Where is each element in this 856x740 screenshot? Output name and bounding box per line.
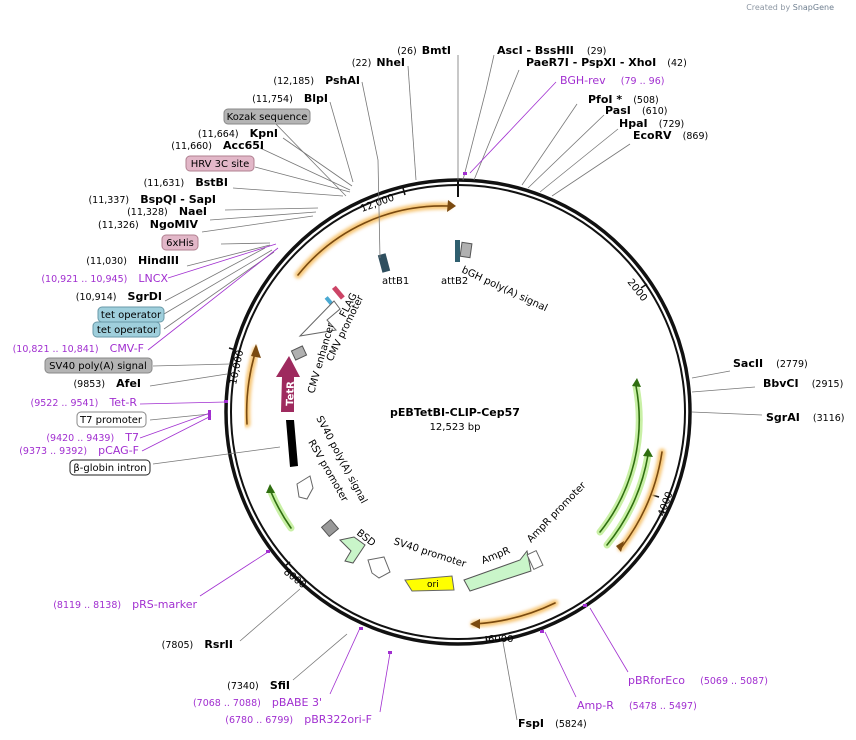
svg-text:(12,185) PshAI: (12,185) PshAI — [273, 69, 360, 88]
tick-label-6000: 6000 — [488, 634, 513, 645]
svg-text:(7805) RsrII: (7805) RsrII — [162, 633, 233, 652]
box-tet-operator-1: tet operator — [101, 310, 162, 321]
feature-attB2: attB2 — [441, 276, 468, 287]
svg-text:PasI (610): PasI (610) — [605, 99, 667, 118]
orf-arcs — [243, 202, 666, 628]
svg-text:SacII (2779): SacII (2779) — [733, 352, 808, 371]
svg-text:(11,326) NgoMIV: (11,326) NgoMIV — [98, 213, 198, 232]
svg-text:EcoRV (869): EcoRV (869) — [633, 124, 708, 143]
box-6xhis: 6xHis — [166, 238, 194, 249]
svg-text:(10,921 .. 10,945) LNCX: (10,921 .. 10,945) LNCX — [41, 267, 168, 286]
svg-text:(9420 .. 9439) T7: (9420 .. 9439) T7 — [46, 426, 139, 445]
svg-text:PfoI * (508): PfoI * (508) — [588, 88, 659, 107]
svg-text:BGH-rev (79 .. 96): BGH-rev (79 .. 96) — [560, 69, 664, 88]
box-t7-promoter: T7 promoter — [79, 415, 143, 426]
feature-sv40-promoter: SV40 promoter — [392, 536, 468, 570]
svg-text:(11,754) BlpI: (11,754) BlpI — [252, 87, 328, 106]
svg-text:(8119 .. 8138) pRS-marker: (8119 .. 8138) pRS-marker — [53, 593, 197, 612]
box-beta-globin-intron: β-globin intron — [73, 463, 146, 474]
green-arcs — [267, 382, 652, 549]
svg-text:(11,337) BspQI - SapI: (11,337) BspQI - SapI — [88, 188, 216, 207]
svg-text:PaeR7I - PspXI - XhoI (42): PaeR7I - PspXI - XhoI (42) — [526, 51, 687, 70]
svg-text:(9853) AfeI: (9853) AfeI — [73, 372, 141, 391]
svg-text:(9522 .. 9541) Tet-R: (9522 .. 9541) Tet-R — [31, 391, 138, 410]
primer-connectors — [139, 81, 629, 713]
tick-label-2000: 2000 — [625, 277, 649, 304]
feature-glyphs — [276, 240, 544, 592]
snapgene-credit: Created by SnapGene — [746, 3, 834, 12]
box-sv40-polya: SV40 poly(A) signal — [49, 361, 147, 372]
feature-boxes: Kozak sequence HRV 3C site 6xHis tet ope… — [44, 108, 311, 476]
svg-text:(6780 .. 6799) pBR322ori-F: (6780 .. 6799) pBR322ori-F — [225, 708, 372, 727]
feature-ori: ori — [427, 580, 439, 590]
svg-text:SgrAI (3116): SgrAI (3116) — [766, 406, 845, 425]
svg-text:AscI - BssHII (29): AscI - BssHII (29) — [497, 39, 606, 58]
svg-text:BbvCI (2915): BbvCI (2915) — [763, 372, 843, 391]
svg-text:(10,914) SgrDI: (10,914) SgrDI — [76, 285, 162, 304]
box-kozak: Kozak sequence — [227, 112, 308, 123]
svg-text:(7068 .. 7088) pBABE 3': (7068 .. 7088) pBABE 3' — [193, 691, 322, 710]
svg-text:HpaI (729): HpaI (729) — [619, 112, 684, 131]
svg-text:Amp-R (5478 .. 5497): Amp-R (5478 .. 5497) — [577, 694, 697, 713]
svg-text:FspI (5824): FspI (5824) — [518, 712, 587, 731]
svg-text:(10,821 .. 10,841) CMV-F: (10,821 .. 10,841) CMV-F — [13, 337, 144, 356]
box-hrv3c: HRV 3C site — [191, 159, 250, 170]
feature-attB1: attB1 — [382, 276, 409, 287]
svg-text:(11,631) BstBI: (11,631) BstBI — [144, 171, 228, 190]
svg-text:(11,030) HindIII: (11,030) HindIII — [86, 249, 179, 268]
svg-text:(9373 .. 9392) pCAG-F: (9373 .. 9392) pCAG-F — [19, 439, 139, 458]
svg-text:pBRforEco (5069 .. 5087): pBRforEco (5069 .. 5087) — [628, 669, 768, 688]
feature-ampr: AmpR — [480, 545, 512, 566]
svg-text:(11,664) KpnI: (11,664) KpnI — [198, 122, 278, 141]
plasmid-length: 12,523 bp — [430, 422, 481, 433]
feature-ampr-promoter: AmpR promoter — [525, 480, 589, 545]
restriction-sites: (26) BmtI (22) NheI AscI - BssHII (29) P… — [73, 39, 845, 731]
feature-bgh-polya: bGH poly(A) signal — [460, 265, 549, 314]
svg-text:(7340) SfiI: (7340) SfiI — [227, 674, 290, 693]
svg-text:(22) NheI: (22) NheI — [352, 51, 405, 70]
tick-label-10000: 10,000 — [228, 349, 246, 386]
primers: BGH-rev (79 .. 96) pBRforEco (5069 .. 50… — [13, 69, 768, 727]
box-tet-operator-2: tet operator — [97, 325, 158, 336]
site-connectors — [149, 54, 763, 721]
svg-text:(11,328) NaeI: (11,328) NaeI — [127, 200, 207, 219]
svg-text:(11,660) Acc65I: (11,660) Acc65I — [171, 134, 264, 153]
plasmid-name: pEBTetBI-CLIP-Cep57 — [390, 406, 520, 419]
feature-tetr: TetR — [285, 381, 297, 406]
svg-text:(26) BmtI: (26) BmtI — [397, 39, 451, 58]
